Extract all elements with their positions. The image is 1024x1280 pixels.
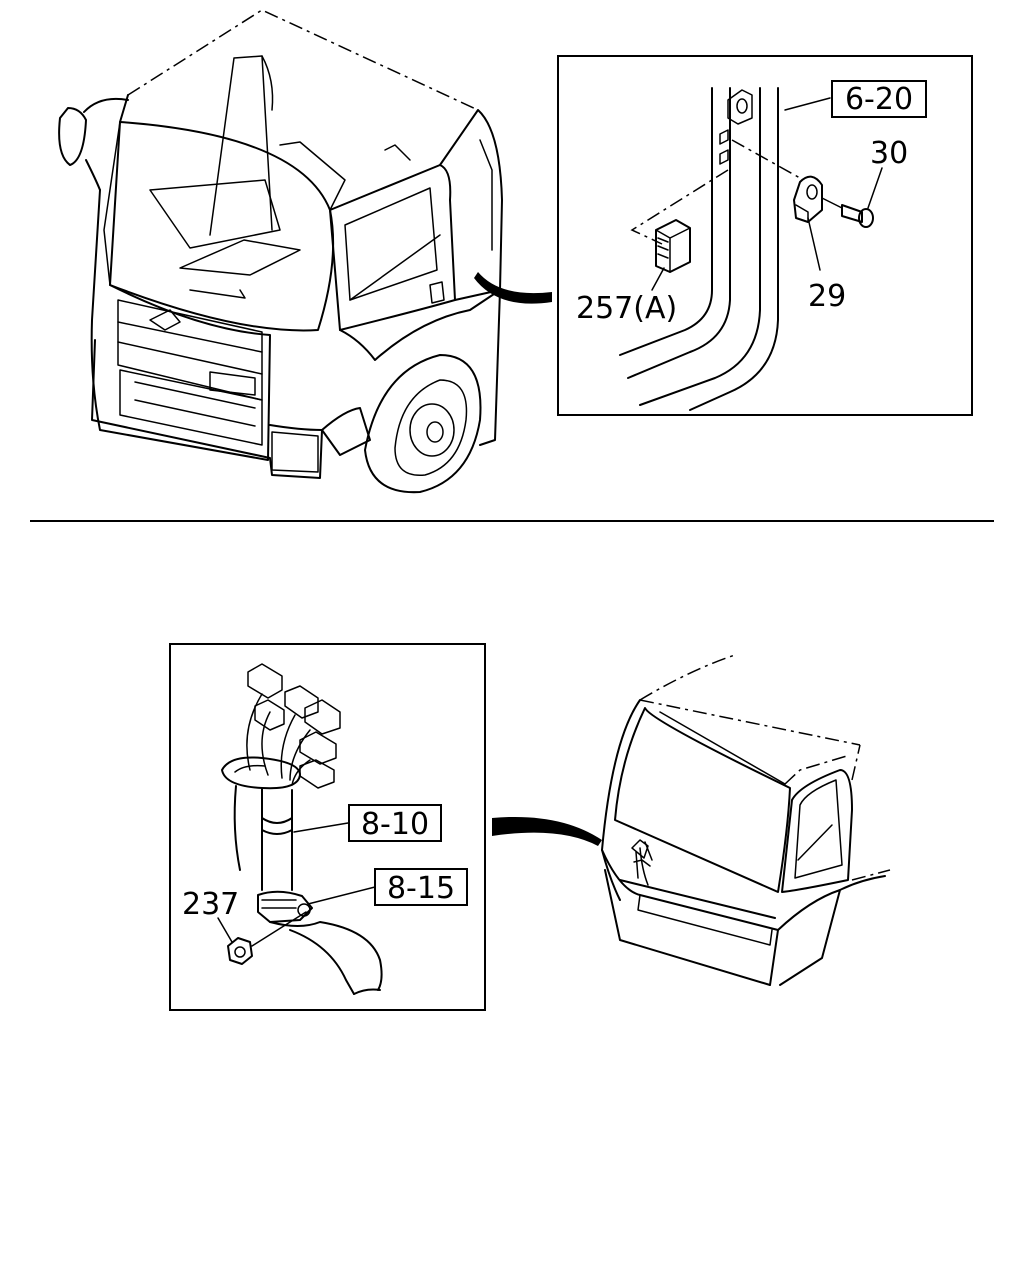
windshield — [109, 121, 335, 332]
harness-conduit — [261, 787, 293, 891]
door-handle — [429, 281, 445, 304]
screw-30 — [841, 204, 863, 223]
label-8-10: 8-10 — [361, 807, 429, 842]
striker-plate — [727, 89, 753, 125]
seat-back — [209, 55, 273, 236]
label-257a: 257(A) — [576, 291, 677, 326]
side-window — [781, 769, 853, 893]
truck-cab-front-view — [58, 9, 552, 494]
rear-window — [614, 707, 791, 893]
door-clip-29 — [793, 175, 823, 223]
callout-6-20: 6-20 — [831, 80, 927, 118]
label-6-20: 6-20 — [845, 82, 913, 117]
door-window — [344, 187, 438, 301]
front-bumper — [119, 369, 263, 446]
side-mirror — [58, 107, 87, 166]
nut-237 — [227, 937, 253, 965]
rubber-pad-257a — [655, 219, 691, 273]
cab-door — [329, 164, 456, 331]
callout-8-10: 8-10 — [348, 804, 442, 842]
truck-cab-rear-view — [492, 654, 891, 986]
bracket — [257, 890, 313, 923]
detail-arrow-1 — [474, 272, 552, 304]
front-wheel — [364, 354, 482, 494]
detail-arrow-2 — [492, 816, 602, 846]
label-237: 237 — [182, 887, 239, 922]
label-30: 30 — [870, 136, 908, 171]
connector-block — [247, 663, 283, 699]
callout-8-15: 8-15 — [374, 868, 468, 906]
label-29: 29 — [808, 279, 846, 314]
headlamp — [271, 431, 319, 473]
grommet — [221, 756, 301, 790]
label-8-15: 8-15 — [387, 871, 455, 906]
logo-badge — [149, 309, 181, 331]
